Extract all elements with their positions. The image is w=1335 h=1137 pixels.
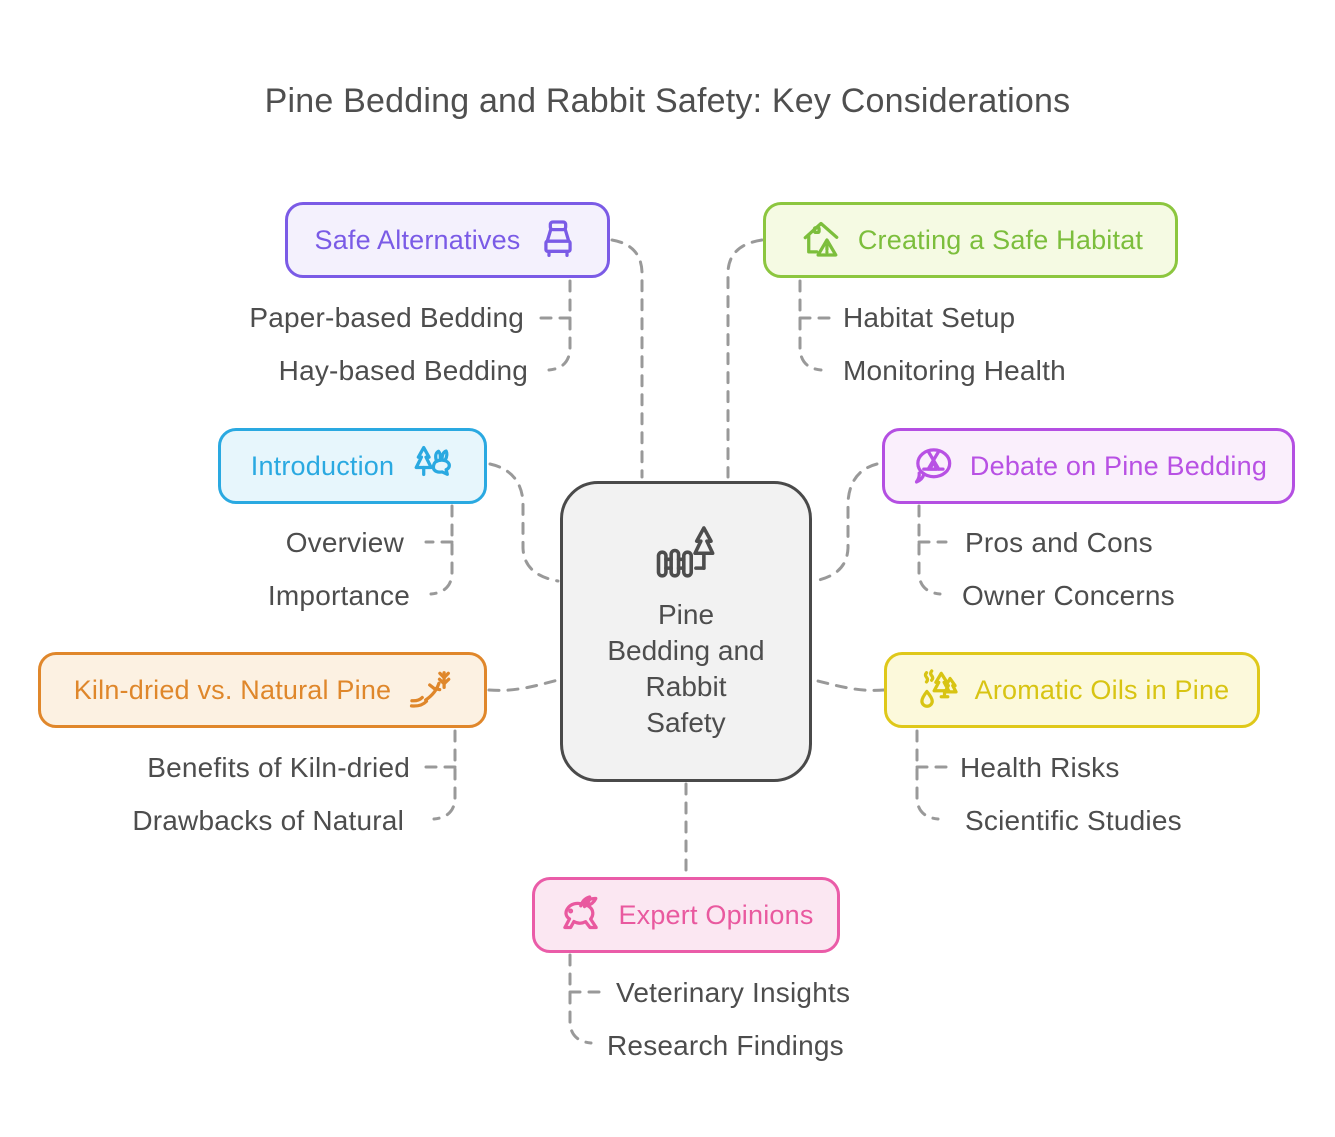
branch-label: Expert Opinions [618,899,814,930]
subtopic-habitat-setup[interactable]: Habitat Setup [843,302,1016,333]
branch-label: Introduction [250,450,395,481]
branch-introduction[interactable]: Introduction [218,428,487,504]
subtopic-health-risks[interactable]: Health Risks [960,752,1120,783]
center-topic-line: Safety [646,706,726,738]
branch-kiln-dried-vs-natural[interactable]: Kiln-dried vs. Natural Pine [38,652,487,728]
connector-safe-habitat [726,238,764,479]
page-title: Pine Bedding and Rabbit Safety: Key Cons… [264,82,1071,120]
branch-safe-alternatives[interactable]: Safe Alternatives [285,202,610,278]
center-topic-line: Bedding and [607,634,765,666]
house-alert-icon [798,217,844,263]
branch-label: Safe Alternatives [314,224,521,255]
branch-label: Creating a Safe Habitat [857,224,1144,255]
connector-aromatic-oils [812,678,886,692]
subtopic-importance[interactable]: Importance [267,580,410,611]
connector-debate [812,462,879,583]
subtopic-pros-and-cons[interactable]: Pros and Cons [965,527,1153,558]
pine-oil-drop-icon [915,667,961,713]
connector-safe-alternatives [610,238,644,479]
subtopic-benefits-kiln-dried[interactable]: Benefits of Kiln-dried [147,752,410,783]
connector-introduction [488,462,560,583]
branch-label: Aromatic Oils in Pine [974,674,1230,705]
subtopic-research-findings[interactable]: Research Findings [607,1030,844,1061]
center-topic-line: Rabbit [645,670,727,702]
speech-bubble-tent-icon [910,443,956,489]
subtopic-owner-concerns[interactable]: Owner Concerns [962,580,1175,611]
rabbit-icon [558,892,604,938]
center-topic-node[interactable]: Pine Bedding and Rabbit Safety [560,481,812,782]
branch-debate-pine-bedding[interactable]: Debate on Pine Bedding [882,428,1295,504]
subtopic-drawbacks-natural[interactable]: Drawbacks of Natural [132,805,404,836]
branch-creating-safe-habitat[interactable]: Creating a Safe Habitat [763,202,1178,278]
bed-icon [535,217,581,263]
subtopic-scientific-studies[interactable]: Scientific Studies [965,805,1182,836]
branch-expert-opinions[interactable]: Expert Opinions [532,877,840,953]
center-topic-line: Pine [657,598,715,630]
fence-pine-icon [650,523,722,597]
subtopic-overview[interactable]: Overview [285,527,404,558]
pine-sprig-icon [405,667,451,713]
subtopic-veterinary-insights[interactable]: Veterinary Insights [616,977,851,1008]
branch-aromatic-oils[interactable]: Aromatic Oils in Pine [884,652,1260,728]
branch-label: Debate on Pine Bedding [969,450,1268,481]
subtopic-hay-based-bedding[interactable]: Hay-based Bedding [278,355,528,386]
pine-rabbit-icon [408,443,454,489]
branch-label: Kiln-dried vs. Natural Pine [73,674,392,705]
subtopic-paper-based-bedding[interactable]: Paper-based Bedding [249,302,524,333]
connector-kiln-dried [487,678,560,692]
subtopic-monitoring-health[interactable]: Monitoring Health [843,355,1066,386]
